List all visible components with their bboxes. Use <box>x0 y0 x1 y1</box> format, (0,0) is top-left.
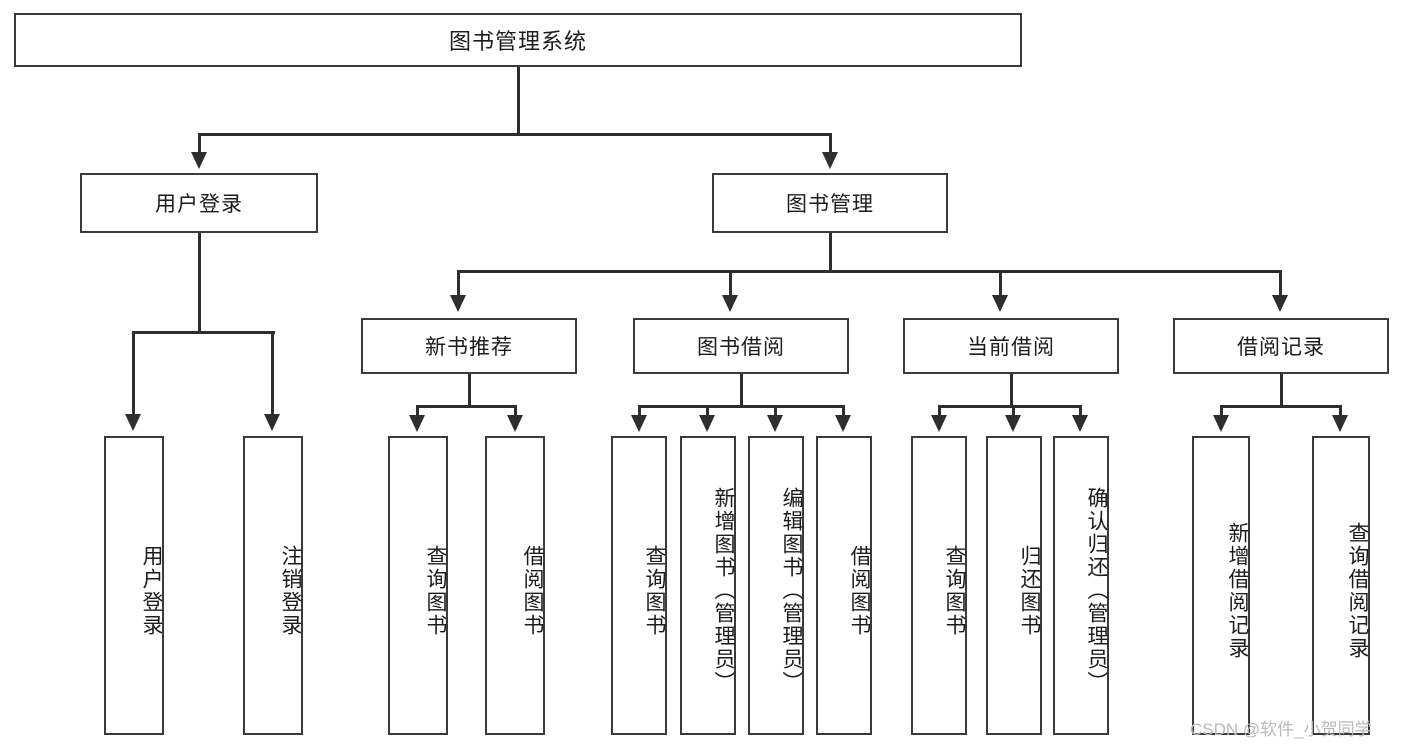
node-label: 查询图书 <box>943 544 966 637</box>
node-label: 图书借阅 <box>697 336 785 359</box>
edge-newbook-drop-1 <box>416 405 419 417</box>
node-book-borrow[interactable]: 图书借阅 <box>633 318 849 374</box>
node-leaf-user-login[interactable]: 用户登录 <box>104 436 164 735</box>
node-label: 新书推荐 <box>425 336 513 359</box>
node-book-manage[interactable]: 图书管理 <box>712 173 948 233</box>
edge-root-drop-left <box>198 133 201 155</box>
node-label: 查询图书 <box>643 544 666 637</box>
node-current-borrow[interactable]: 当前借阅 <box>903 318 1119 374</box>
edge-level3-drop-3 <box>999 270 1002 297</box>
edge-currentborrow-bus <box>939 405 1082 408</box>
node-label: 借阅记录 <box>1237 336 1325 359</box>
edge-bookborrow-drop-1 <box>638 405 641 417</box>
arrow-to-leaf-borrow-book-1 <box>507 415 523 432</box>
node-leaf-edit-book[interactable]: 编辑图书（管理员） <box>748 436 804 735</box>
arrow-to-book-manage <box>822 152 838 169</box>
edge-currentborrow-stem <box>1010 374 1013 407</box>
node-label: 查询借阅记录 <box>1346 521 1369 660</box>
node-leaf-query-record[interactable]: 查询借阅记录 <box>1312 436 1370 735</box>
arrow-to-leaf-return-book <box>1005 415 1021 432</box>
arrow-to-user-login <box>191 152 207 169</box>
node-label: 查询图书 <box>424 544 447 637</box>
node-leaf-borrow-book-2[interactable]: 借阅图书 <box>816 436 872 735</box>
edge-borrowrecord-drop-2 <box>1339 405 1342 417</box>
node-leaf-confirm-return[interactable]: 确认归还（管理员） <box>1053 436 1109 735</box>
watermark-credit: CSDN @软件_小贺同学 <box>1190 720 1372 739</box>
node-label: 图书管理 <box>786 193 874 216</box>
edge-bookborrow-drop-4 <box>842 405 845 417</box>
node-label: 当前借阅 <box>967 336 1055 359</box>
arrow-to-leaf-user-login <box>125 414 141 431</box>
arrow-to-leaf-logout <box>264 414 280 431</box>
node-label: 编辑图书（管理员） <box>780 487 803 694</box>
edge-currentborrow-drop-2 <box>1012 405 1015 417</box>
edge-currentborrow-drop-1 <box>938 405 941 417</box>
node-new-book-recommend[interactable]: 新书推荐 <box>361 318 577 374</box>
edge-level3-drop-1 <box>457 270 460 297</box>
node-leaf-query-book-2[interactable]: 查询图书 <box>611 436 667 735</box>
edge-root-bus <box>199 133 832 136</box>
node-user-login[interactable]: 用户登录 <box>80 173 318 233</box>
edge-root-drop-right <box>829 133 832 155</box>
arrow-to-borrow-record <box>1272 295 1288 312</box>
node-label: 新增图书（管理员） <box>712 487 735 694</box>
edge-bookborrow-stem <box>740 374 743 407</box>
edge-userlogin-bus <box>133 331 275 334</box>
arrow-to-leaf-edit-book <box>767 415 783 432</box>
arrow-to-leaf-query-book-2 <box>631 415 647 432</box>
node-label: 新增借阅记录 <box>1226 521 1249 660</box>
node-leaf-query-book-1[interactable]: 查询图书 <box>388 436 448 735</box>
edge-borrowrecord-drop-1 <box>1220 405 1223 417</box>
edge-borrowrecord-stem <box>1280 374 1283 407</box>
edge-userlogin-drop-1 <box>132 331 135 416</box>
arrow-to-leaf-query-record <box>1332 415 1348 432</box>
node-leaf-return-book[interactable]: 归还图书 <box>986 436 1042 735</box>
arrow-to-leaf-query-book-1 <box>409 415 425 432</box>
node-leaf-borrow-book-1[interactable]: 借阅图书 <box>485 436 545 735</box>
edge-currentborrow-drop-3 <box>1079 405 1082 417</box>
edge-borrowrecord-bus <box>1221 405 1341 408</box>
edge-level3-drop-2 <box>729 270 732 297</box>
node-label: 归还图书 <box>1018 544 1041 637</box>
arrow-to-book-borrow <box>722 295 738 312</box>
arrow-to-leaf-query-book-3 <box>931 415 947 432</box>
edge-bookborrow-drop-2 <box>706 405 709 417</box>
arrow-to-leaf-add-record <box>1213 415 1229 432</box>
node-label: 借阅图书 <box>848 544 871 637</box>
edge-newbook-drop-2 <box>514 405 517 417</box>
edge-root-stem <box>517 67 520 135</box>
arrow-to-leaf-confirm-return <box>1072 415 1088 432</box>
node-label: 用户登录 <box>155 193 243 216</box>
arrow-to-current-borrow <box>992 295 1008 312</box>
edge-newbook-stem <box>468 374 471 407</box>
edge-level3-drop-4 <box>1279 270 1282 297</box>
node-borrow-record[interactable]: 借阅记录 <box>1173 318 1389 374</box>
node-label: 借阅图书 <box>521 544 544 637</box>
edge-userlogin-stem <box>198 233 201 333</box>
node-label: 注销登录 <box>279 544 302 637</box>
node-label: 确认归还（管理员） <box>1085 487 1108 694</box>
edge-level3-bus <box>458 270 1281 273</box>
arrow-to-leaf-add-book <box>699 415 715 432</box>
arrow-to-new-book-rec <box>450 295 466 312</box>
node-label: 图书管理系统 <box>448 29 587 54</box>
node-leaf-add-book[interactable]: 新增图书（管理员） <box>680 436 736 735</box>
node-leaf-logout[interactable]: 注销登录 <box>243 436 303 735</box>
arrow-to-leaf-borrow-book-2 <box>835 415 851 432</box>
node-root-system[interactable]: 图书管理系统 <box>14 13 1022 67</box>
edge-bookborrow-bus <box>639 405 845 408</box>
node-leaf-query-book-3[interactable]: 查询图书 <box>911 436 967 735</box>
edge-bookborrow-drop-3 <box>774 405 777 417</box>
edge-newbook-bus <box>417 405 517 408</box>
edge-userlogin-drop-2 <box>271 331 274 416</box>
node-leaf-add-record[interactable]: 新增借阅记录 <box>1192 436 1250 735</box>
node-label: 用户登录 <box>140 544 163 637</box>
edge-bookmanage-stem <box>829 233 832 272</box>
